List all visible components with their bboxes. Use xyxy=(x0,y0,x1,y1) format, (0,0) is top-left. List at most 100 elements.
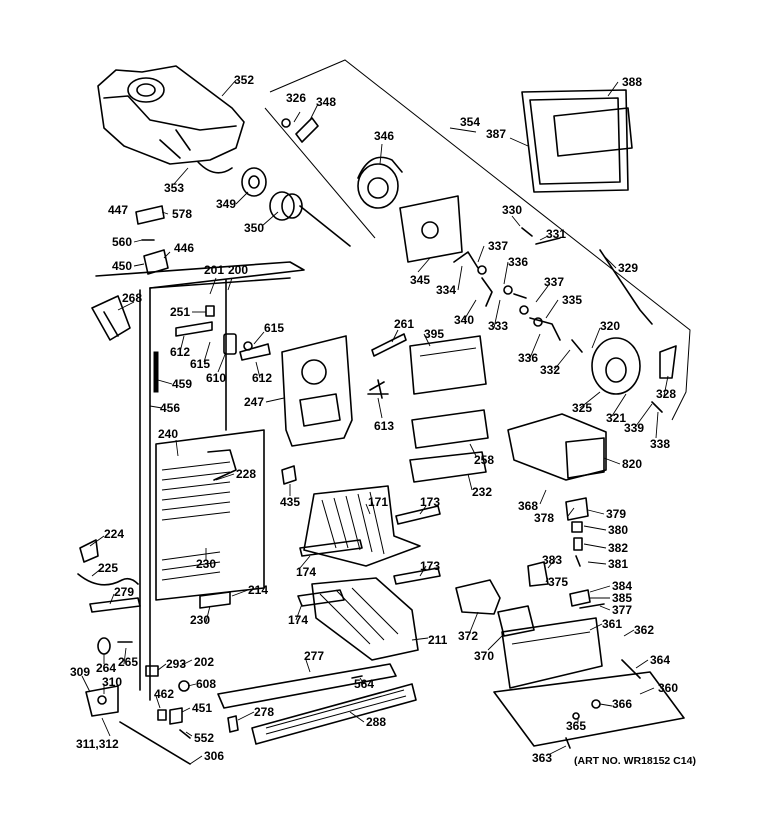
switch-450 xyxy=(143,249,169,275)
callout-346: 346 xyxy=(374,129,394,143)
callout-388: 388 xyxy=(622,75,642,89)
callout-310: 310 xyxy=(102,675,122,689)
roller-264 xyxy=(97,637,111,655)
light-socket-268 xyxy=(91,295,131,341)
screw-365 xyxy=(572,712,580,720)
gear-349 xyxy=(241,167,267,197)
callout-326: 326 xyxy=(286,91,306,105)
callout-201: 201 xyxy=(204,263,224,277)
rod-306 xyxy=(119,721,191,765)
callout-352: 352 xyxy=(234,73,254,87)
callout-311_312: 311,312 xyxy=(76,737,119,751)
callout-361: 361 xyxy=(602,617,622,631)
callout-349: 349 xyxy=(216,197,236,211)
callout-329: 329 xyxy=(618,261,638,275)
callout-325: 325 xyxy=(572,401,592,415)
callout-268: 268 xyxy=(122,291,142,305)
screw-363 xyxy=(565,737,571,749)
callout-379: 379 xyxy=(606,507,626,521)
callout-288: 288 xyxy=(366,715,386,729)
basket-211 xyxy=(311,577,419,661)
callout-435: 435 xyxy=(280,495,300,509)
dispenser-door-387 xyxy=(521,89,629,193)
motor-370 xyxy=(497,605,535,637)
callout-381: 381 xyxy=(608,557,628,571)
hinge-612 xyxy=(175,321,213,337)
callout-261: 261 xyxy=(394,317,414,331)
callout-228: 228 xyxy=(236,467,256,481)
bracket-451 xyxy=(169,707,183,725)
callout-446: 446 xyxy=(174,241,194,255)
callout-820: 820 xyxy=(622,457,642,471)
cover-258 xyxy=(411,409,489,449)
callout-578: 578 xyxy=(172,207,192,221)
solenoid-group xyxy=(527,497,605,609)
callout-202: 202 xyxy=(194,655,214,669)
motor-mount-345 xyxy=(399,195,463,263)
clip-435 xyxy=(281,465,297,485)
callout-211: 211 xyxy=(428,633,448,647)
callout-364: 364 xyxy=(650,653,670,667)
callout-387: 387 xyxy=(486,127,506,141)
callout-337b: 337 xyxy=(544,275,564,289)
hinge-309 xyxy=(85,685,119,717)
ice-maker-820 xyxy=(507,413,607,481)
callout-328: 328 xyxy=(656,387,676,401)
callout-612: 612 xyxy=(170,345,190,359)
callout-225: 225 xyxy=(98,561,118,575)
callout-615b: 615 xyxy=(190,357,210,371)
roller-278 xyxy=(227,715,239,733)
callout-174: 174 xyxy=(296,565,316,579)
callout-363: 363 xyxy=(532,751,552,765)
callout-230: 230 xyxy=(196,557,216,571)
rail-279 xyxy=(89,597,141,613)
rail-174b xyxy=(297,589,345,607)
tubing-group xyxy=(453,227,653,353)
callout-395: 395 xyxy=(424,327,444,341)
callout-447: 447 xyxy=(108,203,128,217)
callout-336b: 336 xyxy=(518,351,538,365)
callout-382: 382 xyxy=(608,541,628,555)
screw-366 xyxy=(591,699,601,709)
tube-225 xyxy=(77,573,139,586)
screw-326 xyxy=(281,118,291,128)
shelf-171 xyxy=(303,485,421,567)
callout-332: 332 xyxy=(540,363,560,377)
callout-306: 306 xyxy=(204,749,224,763)
callout-309: 309 xyxy=(70,665,90,679)
part-224 xyxy=(79,539,99,563)
callout-383: 383 xyxy=(542,553,562,567)
part-552 xyxy=(179,729,191,739)
ice-bucket-352 xyxy=(97,65,245,174)
callout-560: 560 xyxy=(112,235,132,249)
callout-200: 200 xyxy=(228,263,248,277)
callout-380: 380 xyxy=(608,523,628,537)
callout-354: 354 xyxy=(460,115,480,129)
callout-456: 456 xyxy=(160,401,180,415)
evaporator-228 xyxy=(155,429,265,601)
switch-610 xyxy=(223,333,237,355)
callout-258: 258 xyxy=(474,453,494,467)
callout-612b: 612 xyxy=(252,371,272,385)
callout-384: 384 xyxy=(612,579,632,593)
part-462 xyxy=(157,709,167,721)
callout-608: 608 xyxy=(196,677,216,691)
gear-350 xyxy=(269,191,351,247)
callout-339: 339 xyxy=(624,421,644,435)
callout-277: 277 xyxy=(304,649,324,663)
callout-331: 331 xyxy=(546,227,566,241)
air-duct-247 xyxy=(281,335,353,447)
clip-251 xyxy=(205,305,215,317)
callout-564: 564 xyxy=(354,677,374,691)
callout-552: 552 xyxy=(194,731,214,745)
cabinet-top-rail xyxy=(95,261,305,701)
callout-370: 370 xyxy=(474,649,494,663)
callout-350: 350 xyxy=(244,221,264,235)
dispenser-housing-361 xyxy=(501,617,603,689)
callout-337: 337 xyxy=(488,239,508,253)
callout-174b: 174 xyxy=(288,613,308,627)
bracket-328 xyxy=(659,345,677,379)
callout-385: 385 xyxy=(612,591,632,605)
callout-345: 345 xyxy=(410,273,430,287)
spring-364 xyxy=(621,659,641,679)
